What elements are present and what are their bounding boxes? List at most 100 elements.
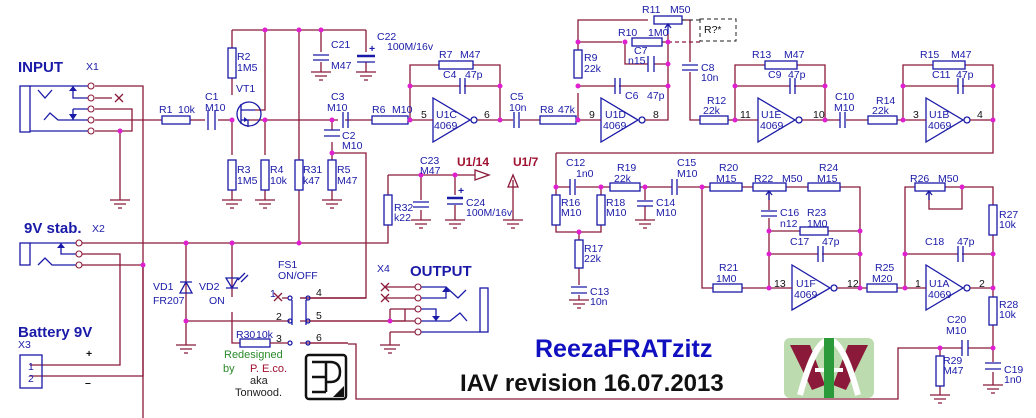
svg-text:R7: R7 <box>439 49 453 61</box>
capacitor-c17 <box>817 246 824 262</box>
svg-text:n15: n15 <box>628 55 646 67</box>
capacitor-c21 <box>313 54 329 61</box>
svg-text:M10: M10 <box>677 168 698 180</box>
svg-text:22k: 22k <box>584 253 602 265</box>
credits: Redesigned by P. E.co. aka Tonwood. <box>223 349 287 399</box>
capacitor-c1 <box>207 110 216 130</box>
input-jack <box>19 82 124 135</box>
svg-text:10k: 10k <box>270 175 288 187</box>
svg-text:4069: 4069 <box>603 120 627 132</box>
svg-text:M10: M10 <box>392 104 413 116</box>
svg-text:M47: M47 <box>951 49 972 61</box>
svg-text:R17: R17 <box>584 243 603 255</box>
svg-text:47k: 47k <box>558 104 576 116</box>
svg-text:C20: C20 <box>947 314 966 326</box>
resistor-r24 <box>807 182 841 192</box>
svg-text:VD2: VD2 <box>199 281 220 293</box>
svg-text:R26: R26 <box>910 173 929 185</box>
svg-text:X3: X3 <box>18 339 31 351</box>
svg-text:U1E: U1E <box>761 109 781 121</box>
svg-text:R13: R13 <box>752 49 771 61</box>
svg-text:12: 12 <box>847 278 859 290</box>
resistor-r2 <box>227 47 237 79</box>
svg-text:9: 9 <box>589 109 595 121</box>
svg-text:2: 2 <box>979 278 985 290</box>
svg-text:1n0: 1n0 <box>1004 374 1022 386</box>
svg-text:10n: 10n <box>590 296 608 308</box>
svg-text:2: 2 <box>276 311 282 323</box>
svg-text:VD1: VD1 <box>153 281 174 293</box>
capacitor-c2 <box>324 129 340 137</box>
svg-text:R23: R23 <box>807 207 826 219</box>
optional-resistor-box <box>699 18 737 42</box>
svg-text:13: 13 <box>774 278 786 290</box>
svg-text:10k: 10k <box>256 329 274 341</box>
svg-text:R15: R15 <box>920 49 939 61</box>
svg-text:C15: C15 <box>677 157 696 169</box>
led-vd2 <box>224 277 240 290</box>
svg-text:1M5: 1M5 <box>237 62 258 74</box>
gates <box>420 96 980 312</box>
resistors <box>161 15 998 387</box>
svg-text:C4: C4 <box>443 69 457 81</box>
resistor-r9 <box>573 49 583 79</box>
svg-text:C21: C21 <box>331 39 350 51</box>
svg-text:C17: C17 <box>790 236 809 248</box>
svg-text:R12: R12 <box>707 95 726 107</box>
svg-text:M10: M10 <box>656 207 677 219</box>
svg-text:C1: C1 <box>205 91 219 103</box>
svg-text:47p: 47p <box>957 236 975 248</box>
capacitor-c6 <box>614 78 621 94</box>
svg-text:R16: R16 <box>561 197 580 209</box>
svg-text:22k: 22k <box>872 105 890 117</box>
svg-text:R18: R18 <box>606 197 625 209</box>
svg-text:R20: R20 <box>719 162 738 174</box>
resistor-r19 <box>609 182 641 192</box>
resistor-r28 <box>988 296 998 326</box>
svg-text:by: by <box>223 363 235 375</box>
svg-text:C11: C11 <box>932 69 951 81</box>
svg-text:M10: M10 <box>946 325 967 337</box>
svg-text:22k: 22k <box>614 173 632 185</box>
svg-text:4: 4 <box>316 287 322 299</box>
resistor-r7 <box>438 60 474 70</box>
resistor-r6 <box>371 115 409 125</box>
svg-text:1M5: 1M5 <box>237 175 258 187</box>
svg-text:M10: M10 <box>342 140 363 152</box>
svg-text:k22: k22 <box>394 212 411 224</box>
capacitor-c14 <box>637 200 653 207</box>
svg-text:1n0: 1n0 <box>576 168 594 180</box>
gate-u1f <box>768 263 847 312</box>
iav-logo <box>784 336 874 398</box>
svg-text:C23: C23 <box>420 155 439 167</box>
battery-connector <box>19 354 43 389</box>
gate-u1b <box>903 96 980 144</box>
svg-text:3: 3 <box>276 333 282 345</box>
svg-text:10k: 10k <box>999 219 1017 231</box>
svg-text:M50: M50 <box>938 173 959 185</box>
svg-text:10n: 10n <box>701 72 719 84</box>
svg-text:C3: C3 <box>331 91 345 103</box>
svg-text:M20: M20 <box>872 273 893 285</box>
svg-text:10k: 10k <box>178 104 196 116</box>
svg-text:M10: M10 <box>606 207 627 219</box>
svg-text:5: 5 <box>316 310 322 322</box>
capacitor-c3 <box>342 112 349 128</box>
svg-text:R8: R8 <box>540 104 554 116</box>
svg-text:C24: C24 <box>466 197 485 209</box>
capacitor-c10 <box>839 112 846 128</box>
svg-text:+: + <box>458 185 464 197</box>
svg-text:2: 2 <box>28 373 34 385</box>
svg-text:ON/OFF: ON/OFF <box>278 270 318 282</box>
title-name: ReezaFRATzitz <box>535 335 712 363</box>
resistor-r12 <box>699 115 729 125</box>
resistor-r8 <box>539 115 577 125</box>
svg-text:4069: 4069 <box>928 120 952 132</box>
resistor-r15 <box>932 60 966 70</box>
svg-text:R21: R21 <box>719 262 738 274</box>
svg-text:47p: 47p <box>822 236 840 248</box>
svg-text:R6: R6 <box>372 104 386 116</box>
svg-text:C22: C22 <box>377 31 396 43</box>
output-jack <box>380 282 489 336</box>
gate-u1a <box>905 263 980 312</box>
